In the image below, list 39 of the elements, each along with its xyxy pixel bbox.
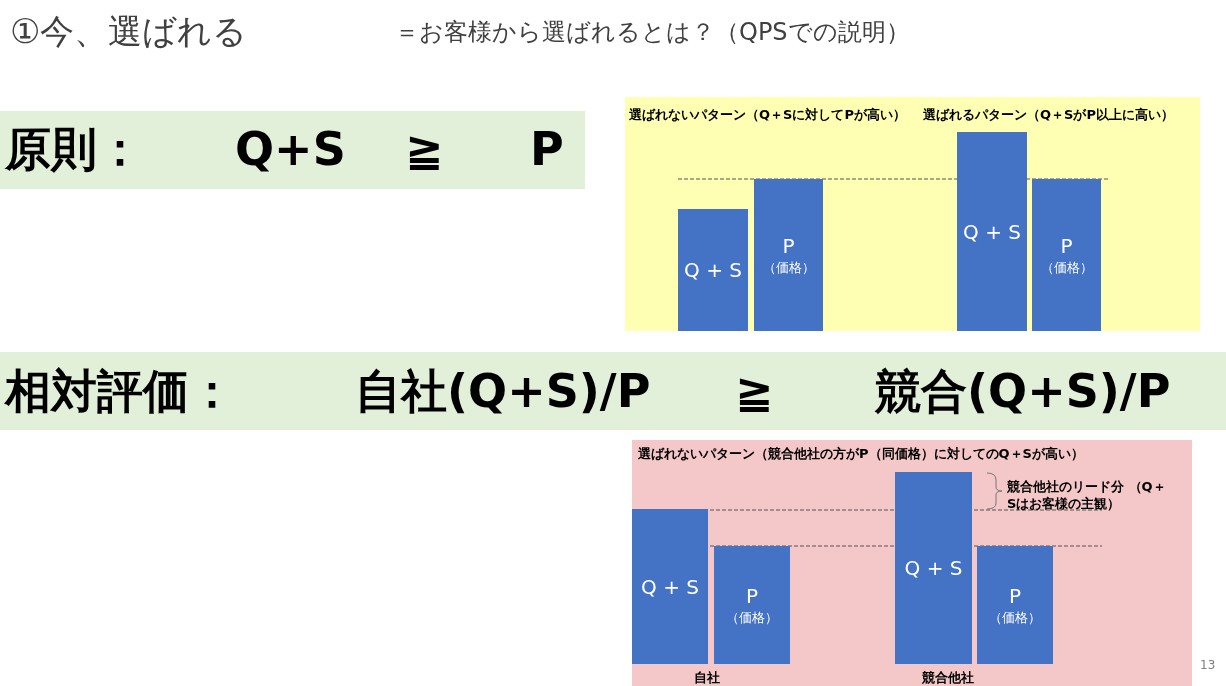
bar-label: P bbox=[782, 233, 795, 259]
formula-text: Q+S bbox=[235, 121, 346, 178]
bar-label: （価格） bbox=[1040, 259, 1093, 277]
formula-text: ≧ bbox=[405, 121, 444, 178]
annotation: 競合他社のリード分 （Q＋Sはお客様の主観） bbox=[1007, 478, 1167, 512]
bar-label: Q + S bbox=[904, 555, 963, 581]
bar bbox=[1032, 179, 1101, 331]
bar bbox=[977, 546, 1053, 664]
text-label: ＝お客様から選ばれるとは？（QPSでの説明） bbox=[395, 17, 910, 48]
formula-text: 原則： bbox=[5, 121, 143, 178]
bar-label: P bbox=[745, 583, 759, 609]
page-number: 13 bbox=[1200, 657, 1216, 674]
formula-text: ≧ bbox=[735, 363, 774, 420]
panel-heading: 選ばれないパターン（競合他社の方がP（同価格）に対してのQ＋Sが高い） bbox=[638, 445, 1084, 463]
text-label: 競合他社 bbox=[922, 669, 974, 686]
bar bbox=[754, 179, 823, 331]
formula-text: P bbox=[530, 121, 564, 178]
bar bbox=[632, 509, 708, 664]
bar-label: （価格） bbox=[726, 609, 778, 627]
bar bbox=[957, 132, 1027, 331]
bar bbox=[714, 546, 790, 664]
bar-label: Q + S bbox=[641, 573, 699, 600]
panel-heading: 選ばれるパターン（Q＋SがP以上に高い） bbox=[923, 106, 1174, 124]
chart-panel bbox=[632, 440, 1192, 686]
bar-label: Q + S bbox=[684, 257, 742, 283]
bar bbox=[895, 472, 972, 664]
bar-label: P bbox=[1060, 233, 1073, 259]
formula-text: 相対評価： bbox=[5, 363, 235, 420]
bar bbox=[678, 209, 748, 331]
formula-text: 競合(Q+S)/P bbox=[875, 363, 1171, 420]
bar-label: （価格） bbox=[762, 259, 815, 277]
text-label: ①今、選ばれる bbox=[10, 10, 248, 53]
chart-panel bbox=[625, 97, 1200, 331]
panel-heading: 選ばれないパターン（Q＋Sに対してPが高い） bbox=[629, 106, 906, 124]
text-label: 自社 bbox=[694, 669, 720, 686]
formula-text: 自社(Q+S)/P bbox=[355, 363, 651, 420]
bar-label: （価格） bbox=[989, 609, 1041, 627]
bar-label: P bbox=[1008, 583, 1022, 609]
bar-label: Q + S bbox=[963, 218, 1021, 245]
